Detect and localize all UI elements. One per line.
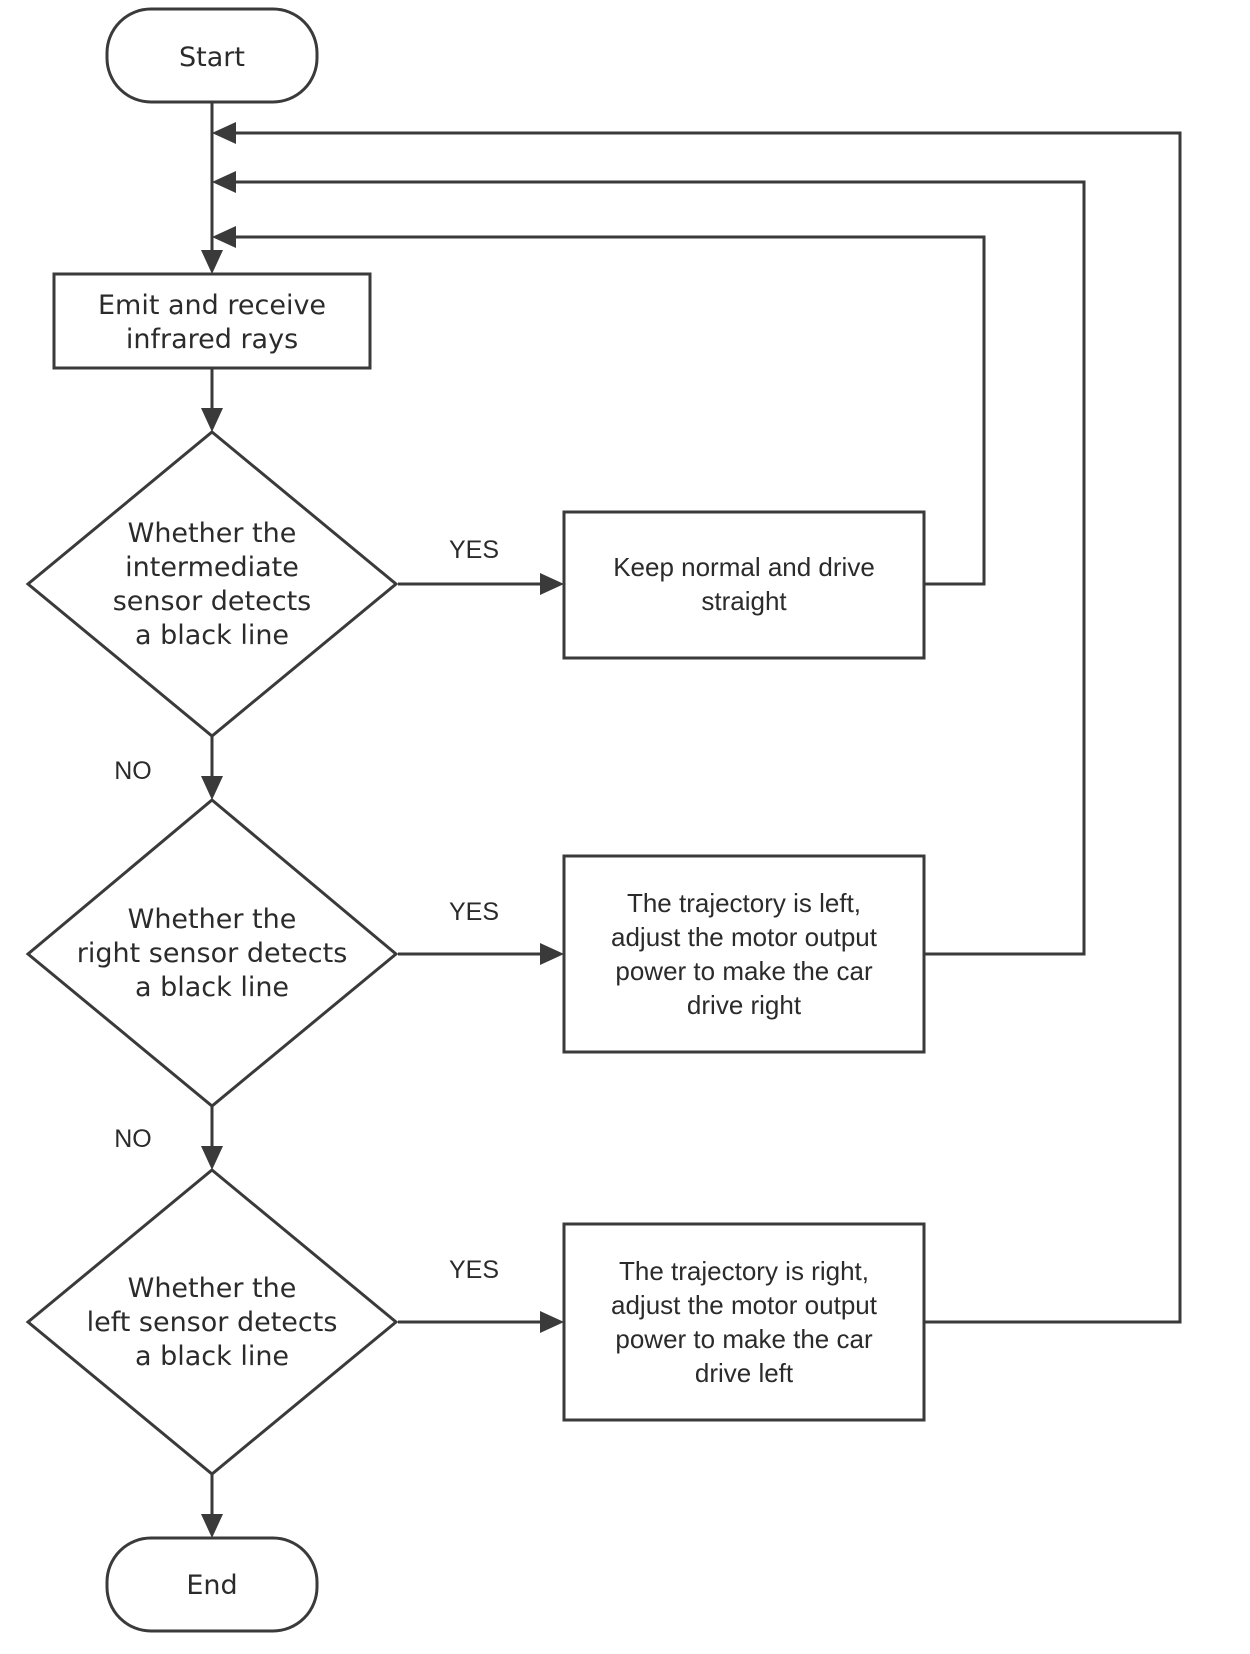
action-drive-straight-box: Keep normal and drive straight [562,510,926,660]
action-drive-right-line-4: drive right [687,990,802,1020]
action-straight-line-1: Keep normal and drive [613,552,875,582]
loop-drive-right-to-spine [228,180,1086,956]
connectors [201,102,1182,1538]
decision-middle-sensor: Whether the intermediate sensor detects … [25,430,399,738]
arrowhead-emit [201,250,223,274]
arrowhead-loop-drive-right [212,171,236,193]
decision-left-line-2: left sensor detects [87,1307,338,1338]
emit-process-box: Emit and receive infrared rays [52,272,372,370]
emit-label-line-1: Emit and receive [98,290,326,321]
action-straight-line-2: straight [701,586,787,616]
loop-straight-to-spine [228,235,986,586]
no-label-right: NO [114,1125,152,1153]
decision-left-sensor: Whether the left sensor detects a black … [25,1168,399,1476]
loop-drive-left-to-spine [228,131,1182,1324]
action-drive-left-line-1: The trajectory is right, [619,1256,869,1286]
decision-middle-line-2: intermediate [125,552,299,583]
start-terminator: Start [105,7,319,104]
arrowhead-right-decision [201,776,223,800]
branch-labels: YES YES YES NO NO [114,536,499,1284]
action-drive-left-line-4: drive left [695,1358,794,1388]
decision-right-line-3: a black line [135,972,289,1003]
action-drive-right-line-3: power to make the car [615,956,873,986]
decision-right-line-1: Whether the [128,904,297,935]
decision-left-line-1: Whether the [128,1273,297,1304]
arrowhead-yes-right [540,943,564,965]
decision-right-sensor: Whether the right sensor detects a black… [25,798,399,1108]
arrowhead-loop-straight [212,226,236,248]
decision-middle-line-4: a black line [135,620,289,651]
action-drive-right-box: The trajectory is left, adjust the motor… [562,854,926,1054]
yes-label-right: YES [449,898,499,926]
arrowhead-loop-drive-left [212,122,236,144]
action-drive-right-line-1: The trajectory is left, [627,888,861,918]
arrowhead-end [201,1514,223,1538]
decision-left-line-3: a black line [135,1341,289,1372]
decision-right-line-2: right sensor detects [77,938,348,969]
start-label: Start [179,42,245,73]
yes-label-middle: YES [449,536,499,564]
end-terminator: End [105,1536,319,1633]
action-drive-right-line-2: adjust the motor output [611,922,878,952]
emit-label-line-2: infrared rays [126,324,298,355]
arrowhead-left-decision [201,1146,223,1170]
arrowhead-yes-left [540,1311,564,1333]
action-drive-left-line-3: power to make the car [615,1324,873,1354]
arrowhead-yes-middle [540,573,564,595]
decision-middle-line-1: Whether the [128,518,297,549]
decision-middle-line-3: sensor detects [113,586,312,617]
end-label: End [186,1570,237,1601]
arrowhead-middle [201,408,223,432]
action-drive-left-line-2: adjust the motor output [611,1290,878,1320]
action-drive-left-box: The trajectory is right, adjust the moto… [562,1222,926,1422]
no-label-middle: NO [114,757,152,785]
yes-label-left: YES [449,1256,499,1284]
